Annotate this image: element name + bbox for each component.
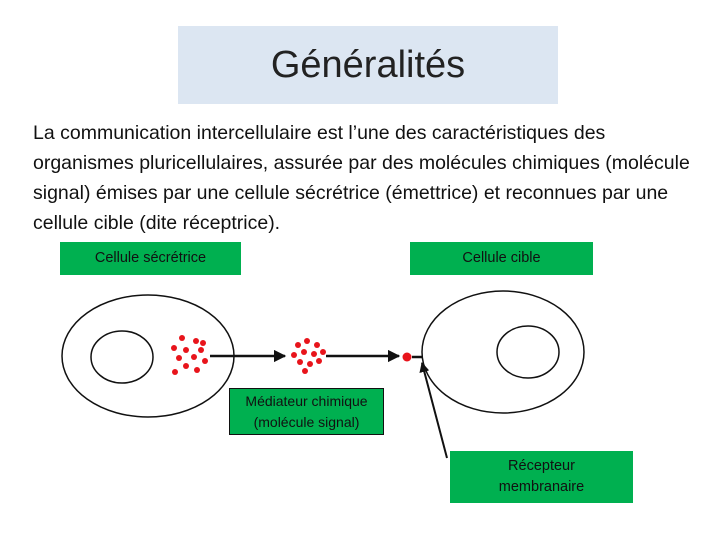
intro-paragraph: La communication intercellulaire est l’u…: [33, 122, 690, 234]
title-box: Généralités: [178, 26, 558, 104]
receptor-label: Récepteur membranaire: [450, 451, 633, 503]
target-cell-nucleus: [496, 325, 560, 379]
mediator-label-line1: Médiateur chimique: [245, 392, 368, 409]
page-title: Généralités: [270, 43, 466, 86]
receptor-label-line1: Récepteur: [508, 458, 575, 474]
secretory-cell-nucleus: [90, 330, 154, 384]
mediator-label: Médiateur chimique (molécule signal): [229, 388, 384, 435]
vesicle-molecules: [171, 335, 208, 375]
secretory-cell-label-text: Cellule sécrétrice: [94, 250, 207, 266]
secretory-cell-label: Cellule sécrétrice: [60, 242, 241, 275]
receptor-pointer-arrow: [419, 362, 448, 459]
target-cell-label: Cellule cible: [410, 242, 593, 275]
mediator-label-line2: (molécule signal): [253, 413, 360, 430]
receptor-label-line2: membranaire: [498, 479, 585, 495]
bound-molecule: [402, 352, 412, 362]
signal-molecules: [291, 338, 326, 374]
target-cell-label-text: Cellule cible: [462, 250, 541, 266]
